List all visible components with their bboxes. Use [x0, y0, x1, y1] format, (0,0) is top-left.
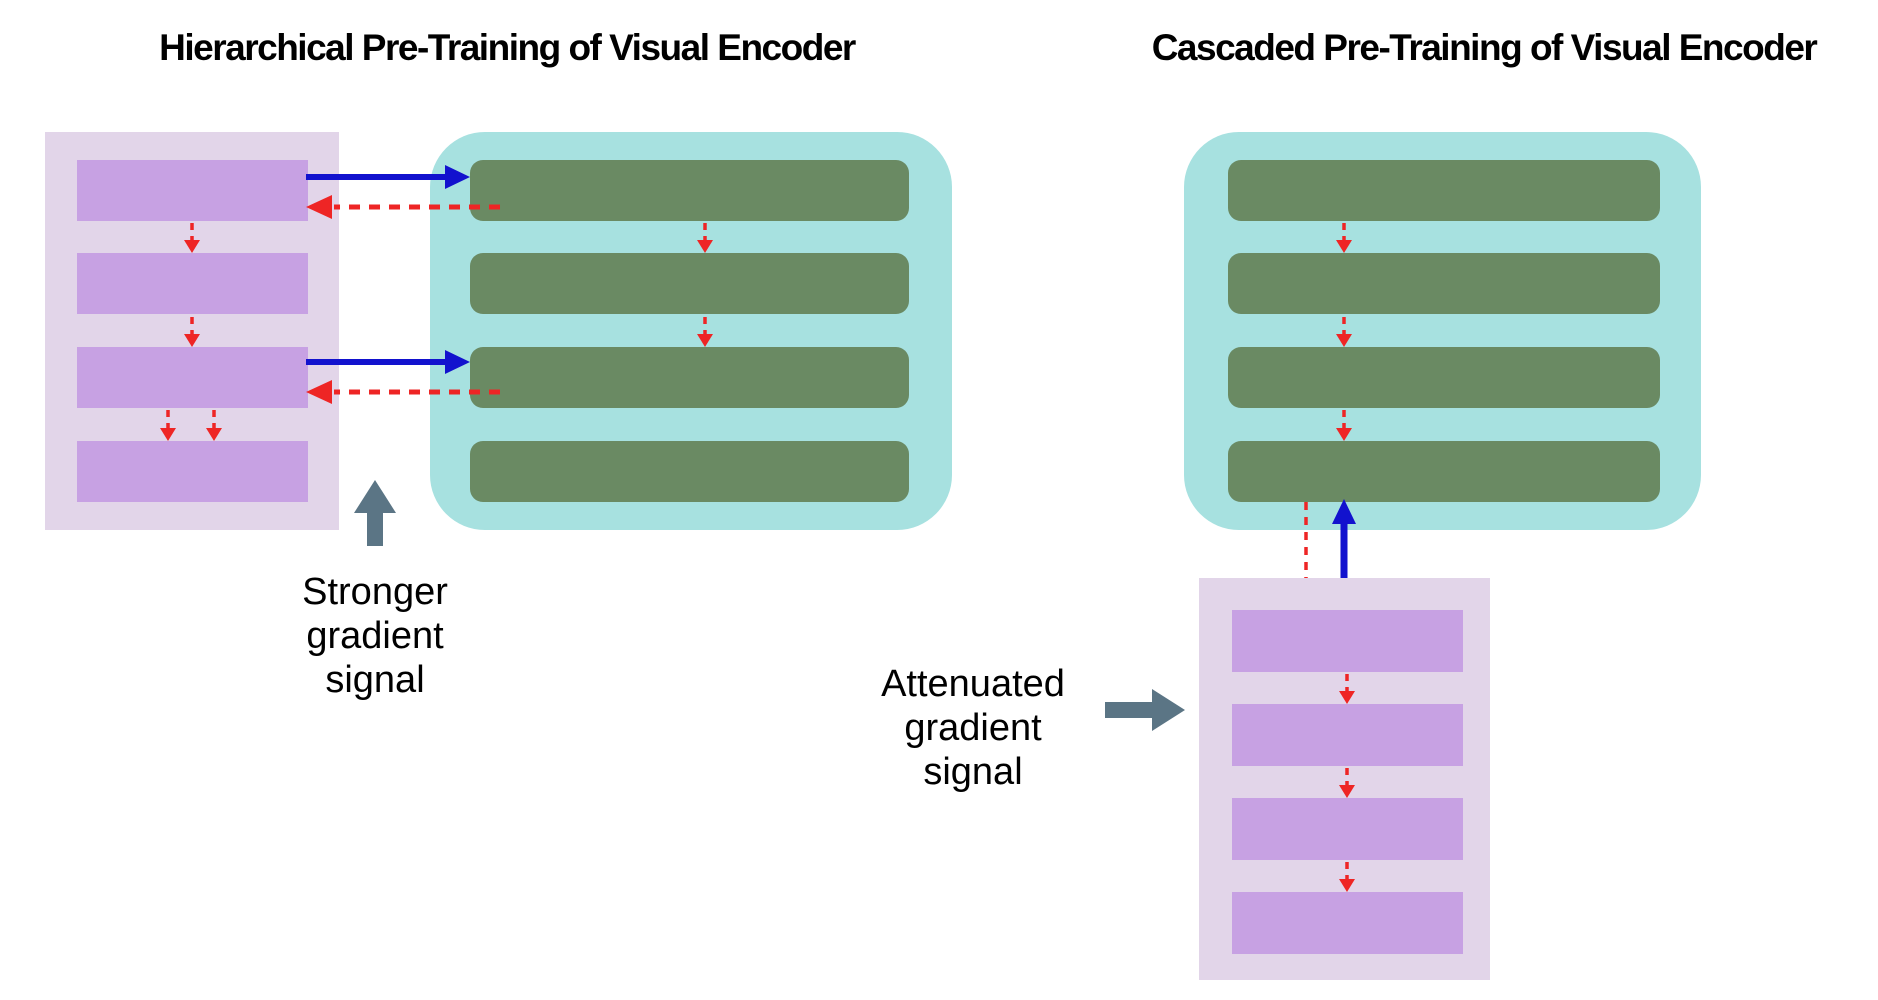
left-encoder-gradient-1-2 — [697, 223, 713, 253]
right-adapter-block-3 — [1232, 798, 1463, 860]
right-arrow-icon — [1105, 689, 1185, 731]
label-line: gradient — [306, 615, 444, 657]
left-forward-arrow-1 — [306, 165, 470, 189]
left-adapter-gradient-3-4-b — [206, 410, 222, 441]
forward-arrow-head-icon — [445, 350, 470, 374]
left-encoder-gradient-2-3 — [697, 317, 713, 347]
left-adapter-gradient-1-2 — [184, 223, 200, 253]
left-encoder-container — [430, 132, 952, 530]
gradient-arrow-head-icon — [306, 195, 332, 219]
right-adapter-gradient-3-4 — [1339, 862, 1355, 892]
left-adapter-block-4 — [77, 441, 308, 502]
gradient-arrow-head-icon — [184, 240, 200, 253]
gradient-arrow-head-icon — [1339, 879, 1355, 892]
label-line: signal — [325, 659, 425, 701]
left-adapter-block-2 — [77, 253, 308, 314]
label-line: Stronger — [302, 571, 448, 613]
left-adapter-block-1 — [77, 160, 308, 221]
right-adapter-stack — [1199, 578, 1490, 980]
gradient-arrow-head-icon — [1339, 785, 1355, 798]
left-encoder-block-3 — [470, 347, 909, 408]
attenuated-gradient-label: Attenuated gradient signal — [823, 662, 1123, 794]
right-encoder-gradient-3-4 — [1336, 410, 1352, 441]
left-adapter-gradient-3-4-a — [160, 410, 176, 441]
right-adapter-gradient-1-2 — [1339, 674, 1355, 704]
right-encoder-gradient-1-2 — [1336, 223, 1352, 253]
left-adapter-block-3 — [77, 347, 308, 408]
gradient-arrow-head-icon — [1336, 428, 1352, 441]
right-encoder-block-3 — [1228, 347, 1660, 408]
left-adapter-gradient-2-3 — [184, 317, 200, 347]
gradient-arrow-head-icon — [206, 428, 222, 441]
right-encoder-block-1 — [1228, 160, 1660, 221]
left-encoder-block-4 — [470, 441, 909, 502]
left-gradient-arrow-1 — [306, 195, 500, 219]
forward-arrow-head-icon — [445, 165, 470, 189]
gradient-arrow-head-icon — [184, 334, 200, 347]
gradient-arrow-head-icon — [1336, 334, 1352, 347]
left-encoder-block-2 — [470, 253, 909, 314]
right-encoder-container — [1184, 132, 1701, 530]
right-encoder-gradient-2-3 — [1336, 317, 1352, 347]
right-adapter-block-1 — [1232, 610, 1463, 672]
right-panel-title: Cascaded Pre-Training of Visual Encoder — [1151, 27, 1818, 68]
right-encoder-block-2 — [1228, 253, 1660, 314]
gradient-arrow-head-icon — [697, 334, 713, 347]
gradient-arrow-head-icon — [1339, 691, 1355, 704]
gradient-arrow-head-icon — [306, 380, 332, 404]
left-encoder-block-1 — [470, 160, 909, 221]
up-arrow-icon — [354, 480, 396, 546]
gradient-arrow-head-icon — [160, 428, 176, 441]
right-encoder-stack — [1184, 132, 1701, 530]
right-encoder-block-4 — [1228, 441, 1660, 502]
stronger-gradient-label: Stronger gradient signal — [225, 570, 525, 702]
gradient-arrow-head-icon — [697, 240, 713, 253]
left-panel-title: Hierarchical Pre-Training of Visual Enco… — [159, 27, 856, 68]
forward-arrow-head-icon — [1332, 499, 1356, 524]
right-adapter-block-4 — [1232, 892, 1463, 954]
left-adapter-stack — [45, 132, 339, 530]
left-forward-arrow-2 — [306, 350, 470, 374]
left-gradient-arrow-2 — [306, 380, 500, 404]
label-line: signal — [923, 751, 1023, 793]
left-encoder-stack — [430, 132, 952, 530]
label-line: gradient — [904, 707, 1042, 749]
label-line: Attenuated — [881, 663, 1065, 705]
right-adapter-block-2 — [1232, 704, 1463, 766]
right-adapter-gradient-2-3 — [1339, 768, 1355, 798]
gradient-arrow-head-icon — [1336, 240, 1352, 253]
